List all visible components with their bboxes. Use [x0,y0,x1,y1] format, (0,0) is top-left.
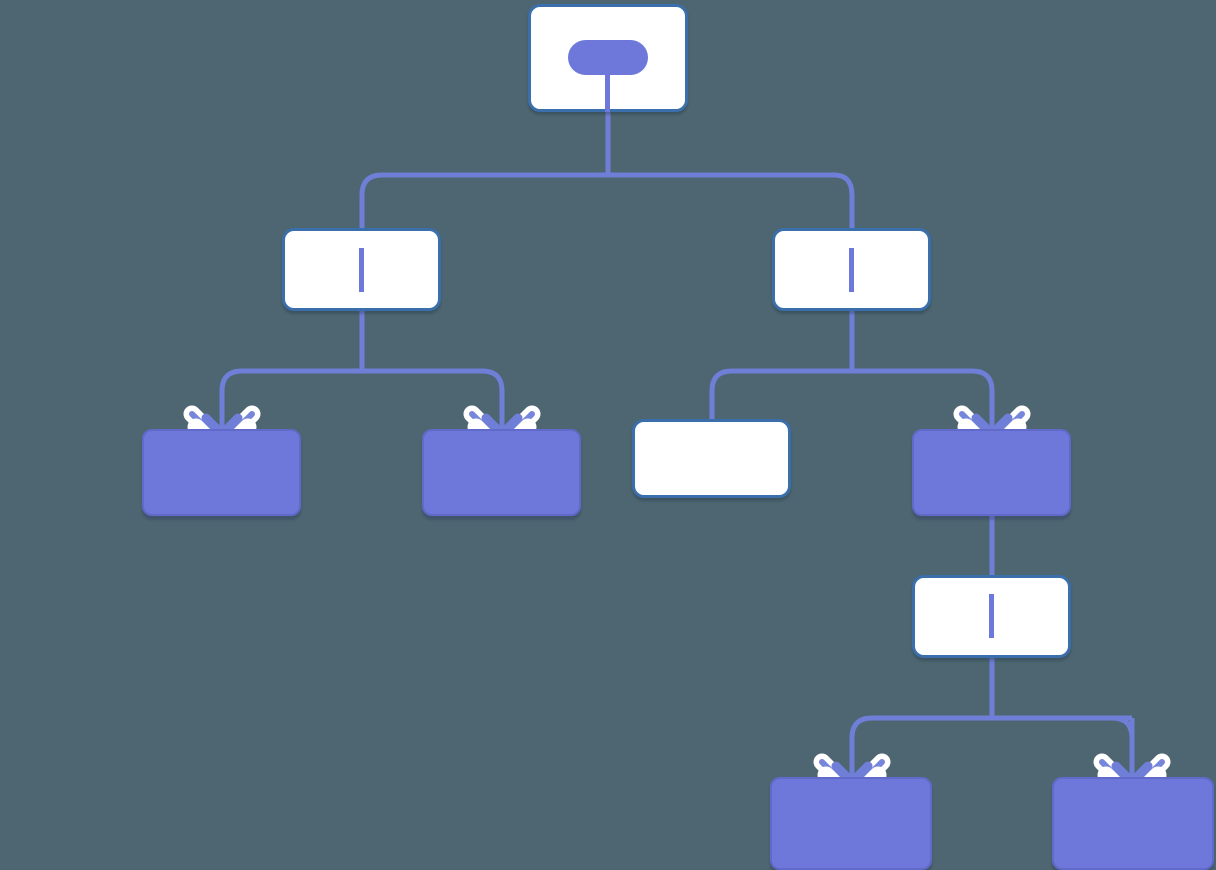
node-leaf-1[interactable] [142,429,301,516]
node-left-bar [359,248,364,292]
node-leaf-3[interactable] [632,419,791,498]
node-leaf-5[interactable] [1052,777,1214,870]
edge-sub-to-leaf5-elbow [1111,715,1135,777]
node-mid[interactable] [912,429,1071,516]
edge-right-to-mid [971,368,995,429]
node-right-label [772,228,931,311]
edge-left-to-leaf1 [219,368,243,429]
node-leaf-4[interactable] [770,777,932,870]
node-sub-bar [989,594,994,638]
node-leaf-4-label [770,777,932,870]
node-leaf-2-label [422,429,581,516]
edge-root-to-left [359,172,383,228]
node-left[interactable] [282,228,441,311]
node-root-pill[interactable] [568,40,648,75]
node-sub-label [912,575,1071,658]
node-right-bar [849,248,854,292]
node-leaf-2[interactable] [422,429,581,516]
edge-root-to-right [833,172,855,228]
node-leaf-5-label [1052,777,1214,870]
edge-left-to-leaf2 [481,368,505,429]
node-leaf-3-label [632,419,791,498]
node-left-label [282,228,441,311]
node-leaf-1-label [142,429,301,516]
node-mid-label [912,429,1071,516]
edge-sub-to-leaf4 [849,715,873,777]
node-root-label [528,4,688,112]
node-root-stem [605,58,610,112]
edge-right-to-leaf3 [709,368,733,419]
